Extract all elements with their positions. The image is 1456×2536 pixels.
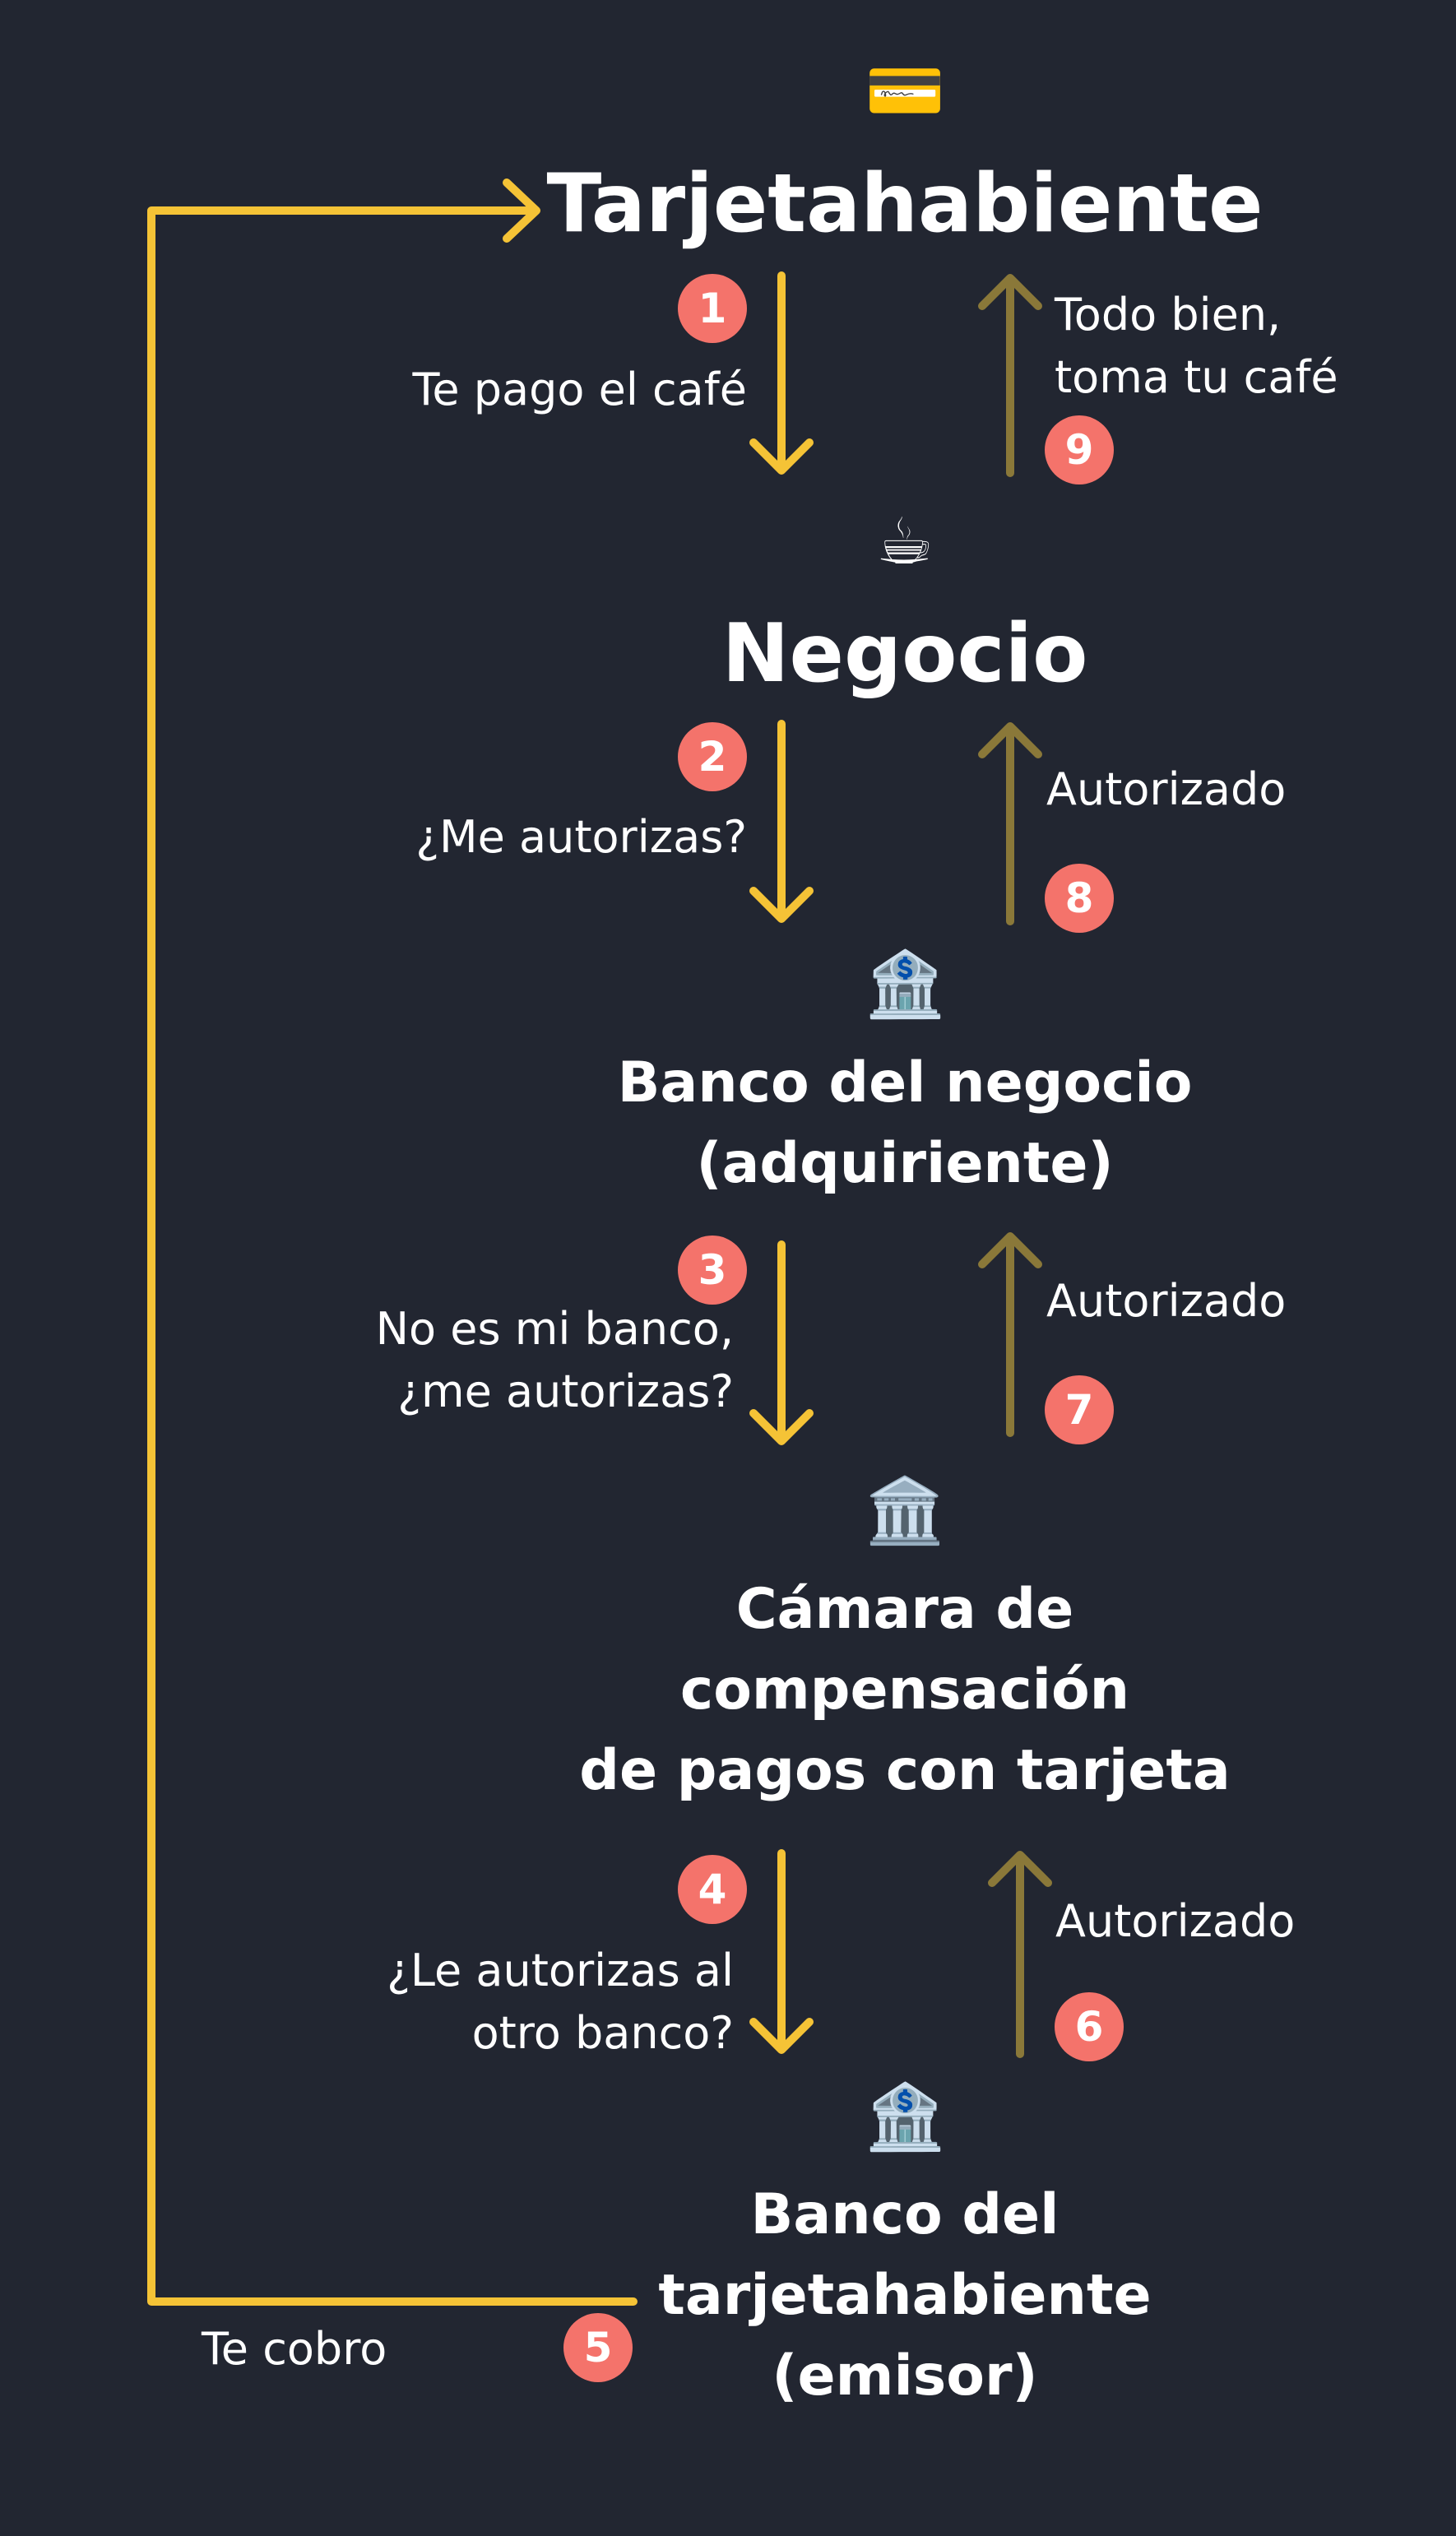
node-issuer-line-1: Banco del xyxy=(750,2182,1060,2247)
bank-icon: 🏦 xyxy=(865,948,945,1022)
node-merchant: Negocio xyxy=(721,607,1088,701)
step-badge-6: 6 xyxy=(1055,1992,1124,2061)
arrow-up-6 xyxy=(988,1851,1052,2058)
node-issuer: Banco del tarjetahabiente (emisor) xyxy=(0,2175,1456,2417)
credit-card-icon: 💳 xyxy=(865,54,945,128)
step-label-4: ¿Le autorizas al otro banco? xyxy=(387,1940,734,2065)
node-cardholder: Tarjetahabiente xyxy=(546,157,1264,251)
step-label-5: Te cobro xyxy=(202,2323,387,2375)
arrow-up-8 xyxy=(978,722,1042,925)
step-badge-7: 7 xyxy=(1045,1375,1114,1444)
step-label-4-line-1: ¿Le autorizas al xyxy=(387,1945,734,1996)
step-label-2: ¿Me autorizas? xyxy=(415,811,747,863)
step-label-3-line-1: No es mi banco, xyxy=(375,1303,734,1355)
step-label-9: Todo bien, toma tu café xyxy=(1055,284,1338,409)
step-label-9-line-1: Todo bien, xyxy=(1055,289,1282,341)
step-badge-1: 1 xyxy=(678,274,747,343)
node-clearing-line-3: de pagos con tarjeta xyxy=(579,1738,1231,1803)
node-acquirer-line-2: (adquiriente) xyxy=(696,1131,1114,1196)
node-issuer-line-2: tarjetahabiente xyxy=(658,2263,1152,2328)
step-label-3-line-2: ¿me autorizas? xyxy=(397,1365,734,1417)
step-label-3: No es mi banco, ¿me autorizas? xyxy=(376,1298,734,1423)
arrow-return-5 xyxy=(147,178,638,2306)
step-label-8: Autorizado xyxy=(1046,763,1287,815)
classical-building-icon: 🏛️ xyxy=(865,1474,945,1548)
step-badge-9: 9 xyxy=(1045,415,1114,484)
node-acquirer: Banco del negocio (adquiriente) xyxy=(0,1043,1456,1204)
arrow-down-2 xyxy=(749,720,814,923)
node-clearing-line-1: Cámara de xyxy=(735,1577,1074,1642)
step-label-9-line-2: toma tu café xyxy=(1055,351,1338,403)
arrow-up-7 xyxy=(978,1232,1042,1437)
step-badge-8: 8 xyxy=(1045,864,1114,933)
step-badge-4: 4 xyxy=(678,1855,747,1924)
node-issuer-line-3: (emisor) xyxy=(772,2344,1038,2409)
node-clearing-house: Cámara de compensación de pagos con tarj… xyxy=(0,1569,1456,1811)
step-label-1: Te pago el café xyxy=(412,364,747,415)
arrow-down-3 xyxy=(749,1240,814,1445)
node-clearing-line-2: compensación xyxy=(679,1657,1130,1722)
step-badge-2: 2 xyxy=(678,722,747,791)
step-label-4-line-2: otro banco? xyxy=(471,2007,734,2059)
step-label-6: Autorizado xyxy=(1055,1895,1296,1947)
arrow-down-4 xyxy=(749,1849,814,2054)
arrow-up-9 xyxy=(978,274,1042,477)
step-label-7: Autorizado xyxy=(1046,1275,1287,1327)
arrow-down-1 xyxy=(749,271,814,475)
coffee-icon: ☕ xyxy=(876,505,934,579)
step-badge-5: 5 xyxy=(563,2313,633,2382)
bank-icon: 🏦 xyxy=(865,2080,945,2154)
node-acquirer-line-1: Banco del negocio xyxy=(617,1050,1193,1115)
step-badge-3: 3 xyxy=(678,1236,747,1305)
